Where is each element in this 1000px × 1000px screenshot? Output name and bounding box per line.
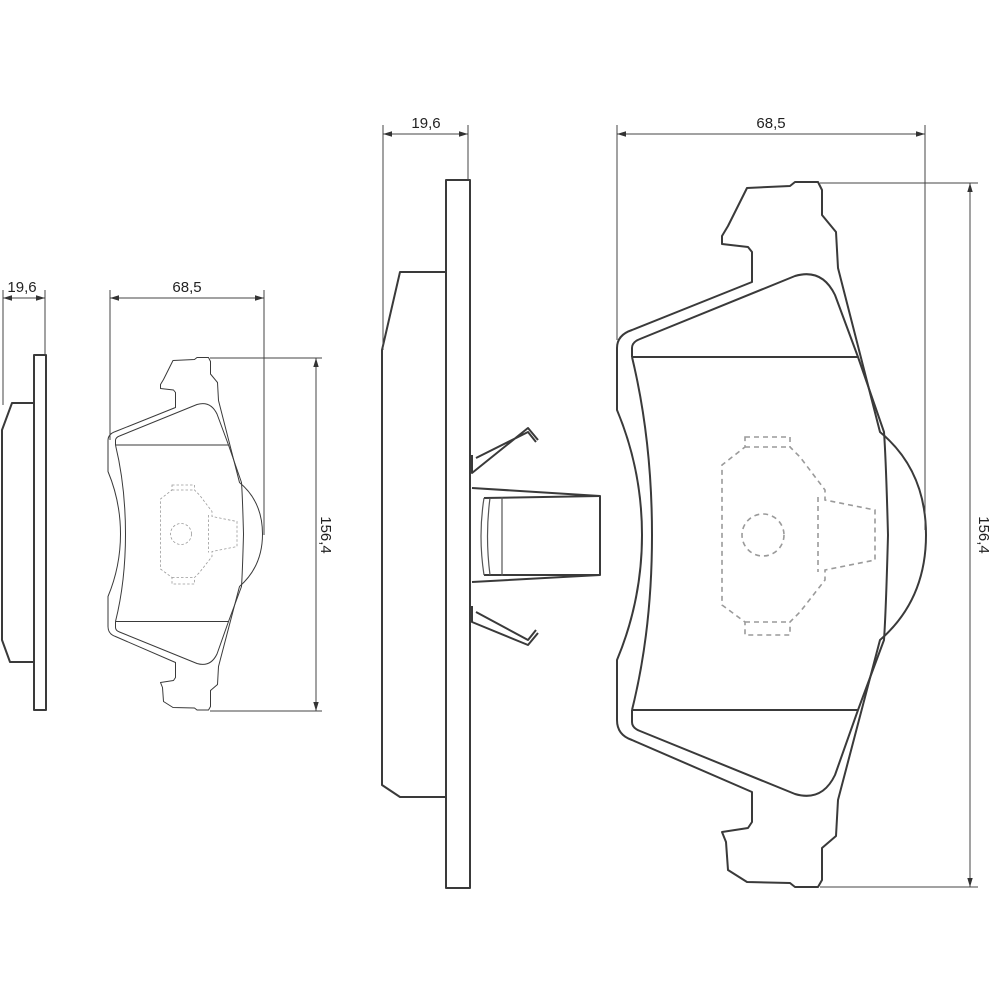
small-pad-front-view [107, 357, 263, 711]
large-pad-front-view [616, 181, 927, 888]
small-width-dimension: 68,5 [109, 279, 265, 535]
large-pad-side-view [381, 179, 601, 889]
large-width-dimension: 68,5 [616, 115, 926, 530]
small-height-dimension: 156,4 [210, 357, 334, 712]
large-thickness-dimension: 19,6 [382, 115, 469, 350]
large-height-dimension: 156,4 [820, 182, 992, 888]
small-pad-side-view [1, 354, 47, 711]
small-thickness-label: 19,6 [7, 279, 36, 296]
large-thickness-label: 19,6 [411, 115, 440, 132]
large-width-label: 68,5 [756, 115, 785, 132]
small-width-label: 68,5 [172, 279, 201, 296]
small-height-label: 156,4 [317, 516, 334, 554]
large-height-label: 156,4 [975, 516, 992, 554]
small-thickness-dimension: 19,6 [2, 279, 46, 405]
